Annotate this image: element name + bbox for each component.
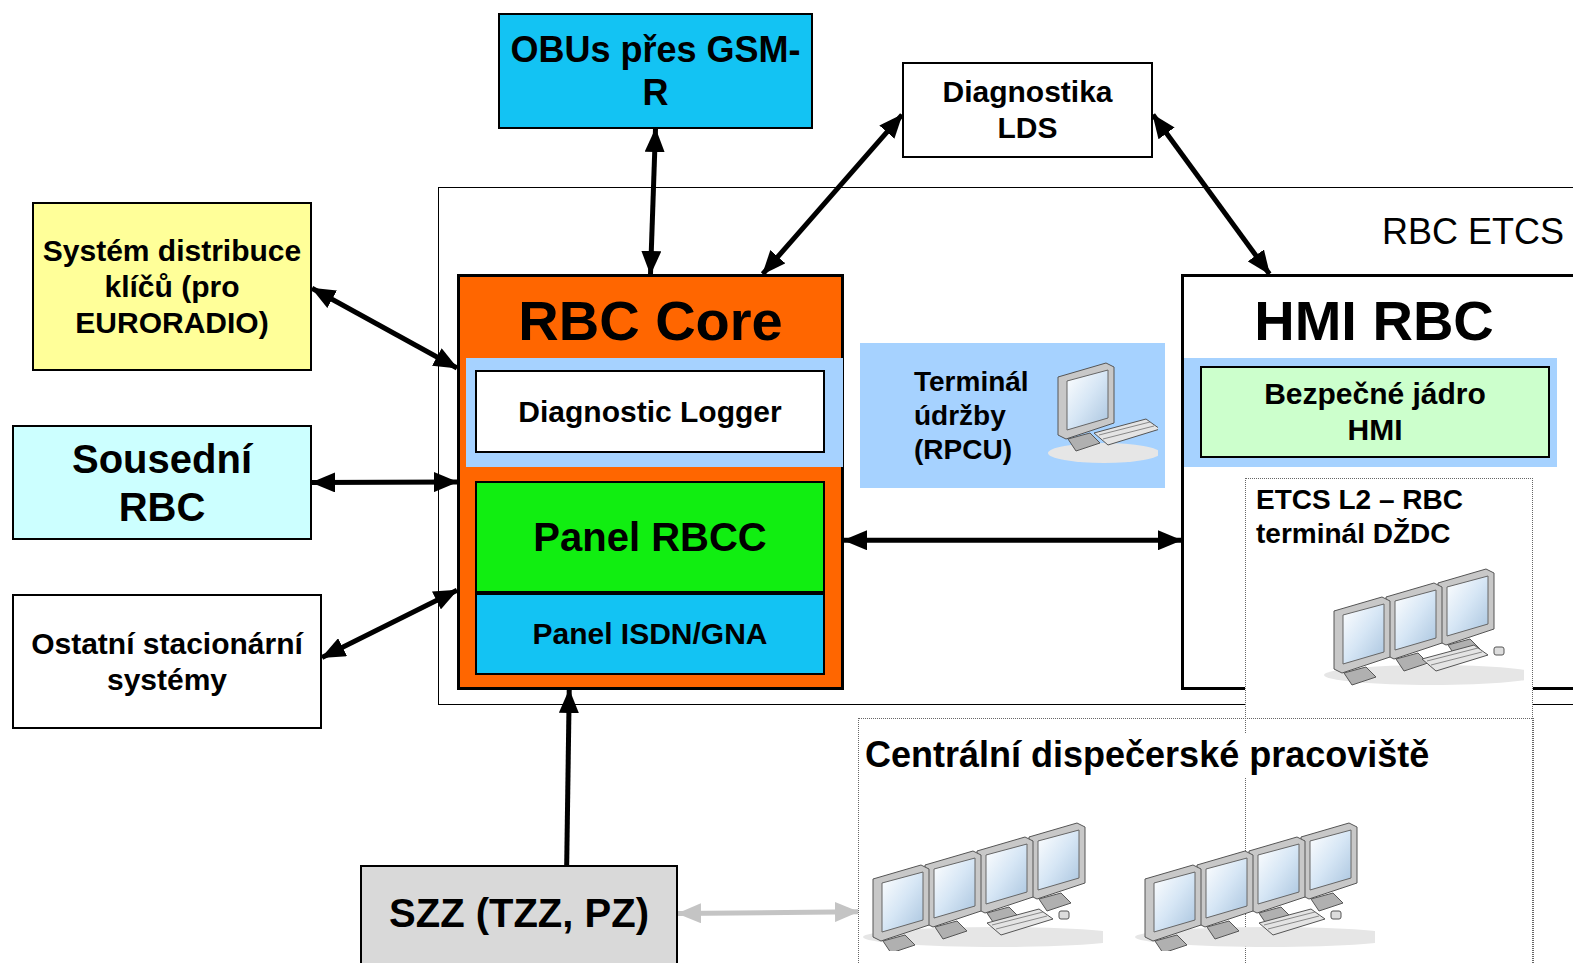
node-label: Ostatní stacionární systémy [14, 626, 320, 698]
connector-arrow [312, 480, 457, 486]
node-label: Panel ISDN/GNA [526, 616, 773, 652]
other-systems-box: Ostatní stacionární systémy [12, 594, 322, 729]
rbcc-panel: Panel RBCC [475, 481, 825, 593]
node-label: OBUs přes GSM-R [500, 28, 811, 114]
key-system-box: Systém distribuce klíčů (pro EURORADIO) [32, 202, 312, 371]
node-label: Diagnostic Logger [512, 394, 787, 430]
maintenance-terminal-band: Terminál údržby (RPCU) [860, 343, 1165, 488]
computer-icon [1048, 349, 1158, 479]
logger-panel: Diagnostic Logger [475, 370, 825, 453]
interlocking-box: SZZ (TZZ, PZ) [360, 865, 678, 963]
connector-arrow [651, 129, 656, 274]
workstation-icon [1324, 557, 1524, 687]
node-title: ETCS L2 – RBC terminál DŽDC [1256, 483, 1526, 551]
node-title: Centrální dispečerské pracoviště [863, 733, 1431, 777]
node-label: Sousední RBC [31, 435, 293, 531]
core-box: RBC CoreDiagnostic LoggerPanel RBCC Panel… [457, 274, 844, 690]
connector-arrow [322, 590, 457, 657]
node-label: SZZ (TZZ, PZ) [383, 889, 655, 937]
workstation-icon [863, 781, 1103, 951]
workstation-icon [1135, 781, 1375, 951]
connector-arrow [678, 912, 858, 914]
node-title: Terminál údržby (RPCU) [914, 365, 1064, 467]
node-label: Panel RBCC [527, 513, 772, 561]
connector-arrow [763, 115, 902, 274]
node-title: RBC ETCS [1382, 210, 1564, 253]
central-dispatch-box: Centrální dispečerské pracoviště [858, 718, 1534, 963]
node-label: Bezpečné jádro HMI [1234, 376, 1516, 448]
external-system-box: OBUs přes GSM-R [498, 13, 813, 129]
connector-arrow [567, 690, 570, 865]
diagnostic-box: Diagnostika LDS [902, 62, 1153, 158]
connector-arrow [312, 288, 457, 368]
connector-arrow [844, 538, 1181, 543]
node-title: RBC Core [460, 289, 841, 353]
neighbour-rbc-box: Sousední RBC [12, 425, 312, 540]
safe-core-panel: Bezpečné jádro HMI [1200, 366, 1550, 458]
isdn-panel: Panel ISDN/GNA [475, 593, 825, 675]
node-title: HMI RBC [1184, 289, 1564, 353]
node-label: Systém distribuce klíčů (pro EURORADIO) [34, 233, 310, 341]
node-label: Diagnostika LDS [904, 74, 1151, 146]
connector-arrow [1153, 115, 1269, 274]
